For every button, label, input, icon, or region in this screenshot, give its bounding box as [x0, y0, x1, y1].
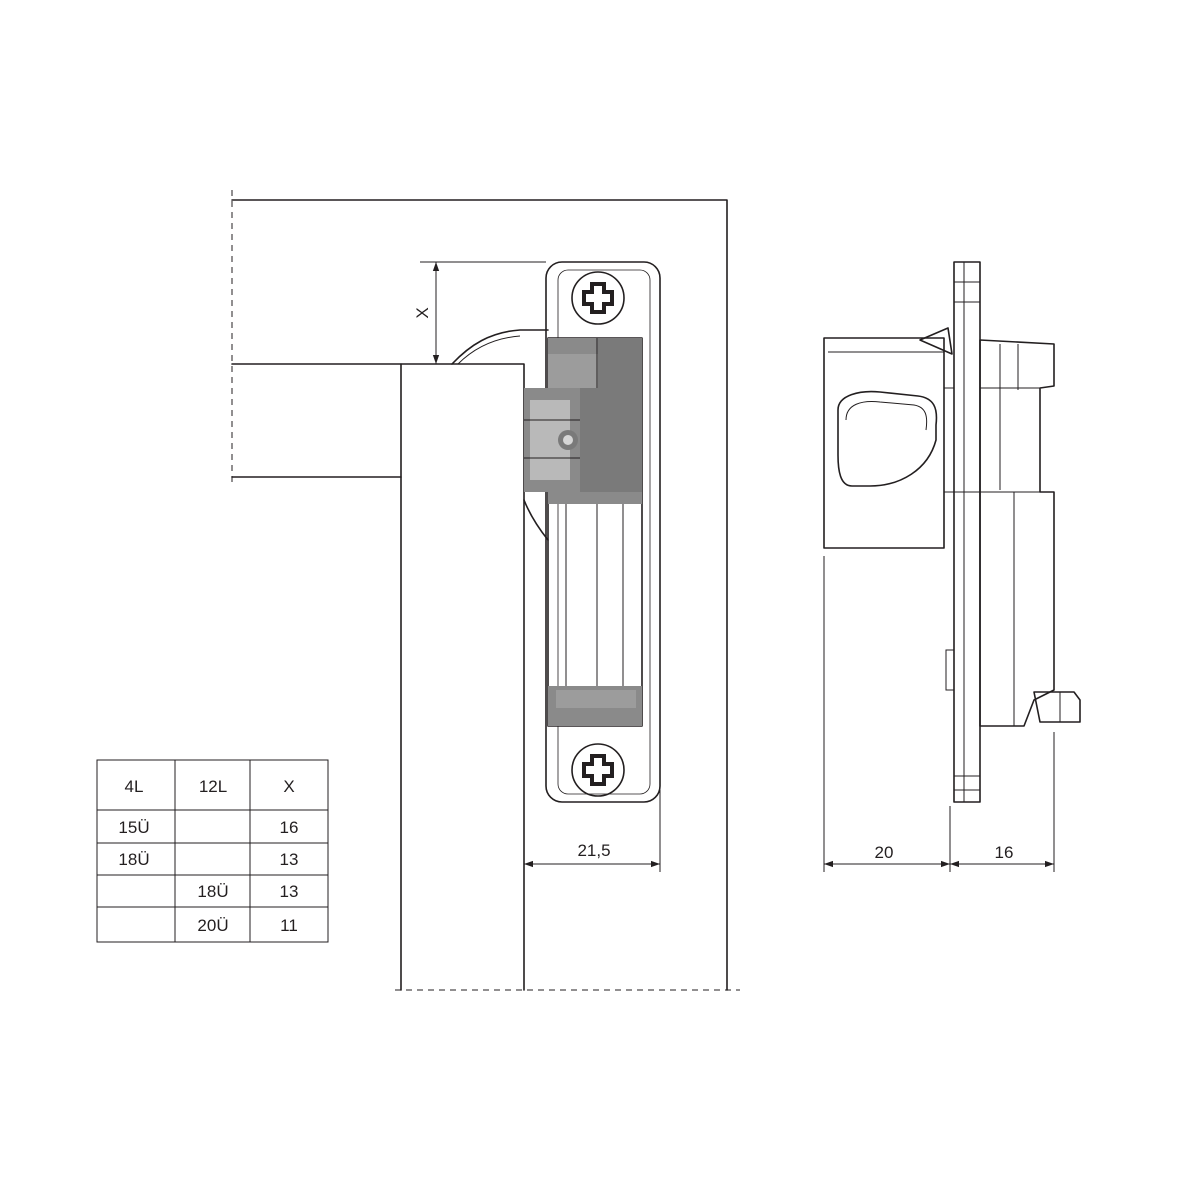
- table-cell: 20Ü: [197, 916, 228, 935]
- table-cell: 13: [280, 882, 299, 901]
- dimension-depth-body-label: 20: [875, 843, 894, 862]
- overlay-table: 4L 12L X 15Ü 16 18Ü 13 18Ü 13 20Ü 11: [96, 759, 329, 943]
- dimension-x: X: [413, 261, 546, 364]
- table-cell: 11: [280, 916, 298, 935]
- table-header-x: X: [283, 777, 294, 796]
- table-cell: 18Ü: [118, 850, 149, 869]
- cabinet-outline: [231, 190, 740, 991]
- screw-top-icon: [571, 271, 625, 325]
- table-cell: 13: [280, 850, 299, 869]
- dimension-width-mount: 21,5: [524, 790, 661, 872]
- dimension-x-label: X: [413, 307, 432, 318]
- table-cell: 15Ü: [118, 818, 149, 837]
- screw-bottom-icon: [571, 743, 625, 797]
- hinge-front-view: [524, 261, 661, 803]
- table-cell: 16: [280, 818, 299, 837]
- table-header-4l: 4L: [125, 777, 144, 796]
- table-header-12l: 12L: [199, 777, 227, 796]
- dimension-depth-plate-label: 16: [995, 843, 1014, 862]
- dimension-width-mount-label: 21,5: [577, 841, 610, 860]
- dimension-side-view: 20 16: [823, 556, 1055, 872]
- table-cell: 18Ü: [197, 882, 228, 901]
- hinge-side-view: [823, 261, 1081, 803]
